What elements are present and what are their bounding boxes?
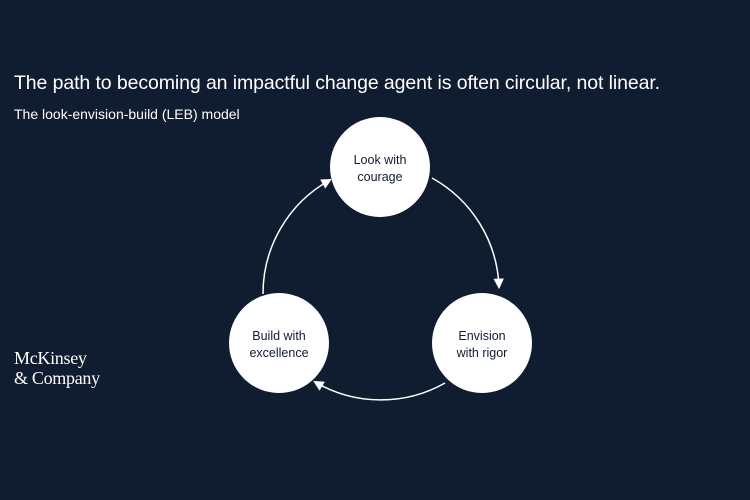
arrow-look-to-envision xyxy=(431,177,504,290)
mckinsey-logo: McKinsey & Company xyxy=(14,348,100,388)
arrow-envision-to-build xyxy=(313,380,446,401)
page-title: The path to becoming an impactful change… xyxy=(14,72,660,94)
logo-line2: & Company xyxy=(14,368,100,388)
page-subtitle: The look-envision-build (LEB) model xyxy=(14,106,240,122)
arrow-build-to-look xyxy=(262,178,332,295)
node-envision-line2: with rigor xyxy=(456,346,508,360)
node-envision: Envision with rigor xyxy=(432,293,532,393)
node-build-line2: excellence xyxy=(249,346,308,360)
node-look-line1: Look with xyxy=(354,153,407,167)
node-look: Look with courage xyxy=(330,117,430,217)
node-envision-line1: Envision xyxy=(458,329,505,343)
node-look-line2: courage xyxy=(357,170,402,184)
node-build-line1: Build with xyxy=(252,329,306,343)
node-build: Build with excellence xyxy=(229,293,329,393)
logo-line1: McKinsey xyxy=(14,348,87,368)
